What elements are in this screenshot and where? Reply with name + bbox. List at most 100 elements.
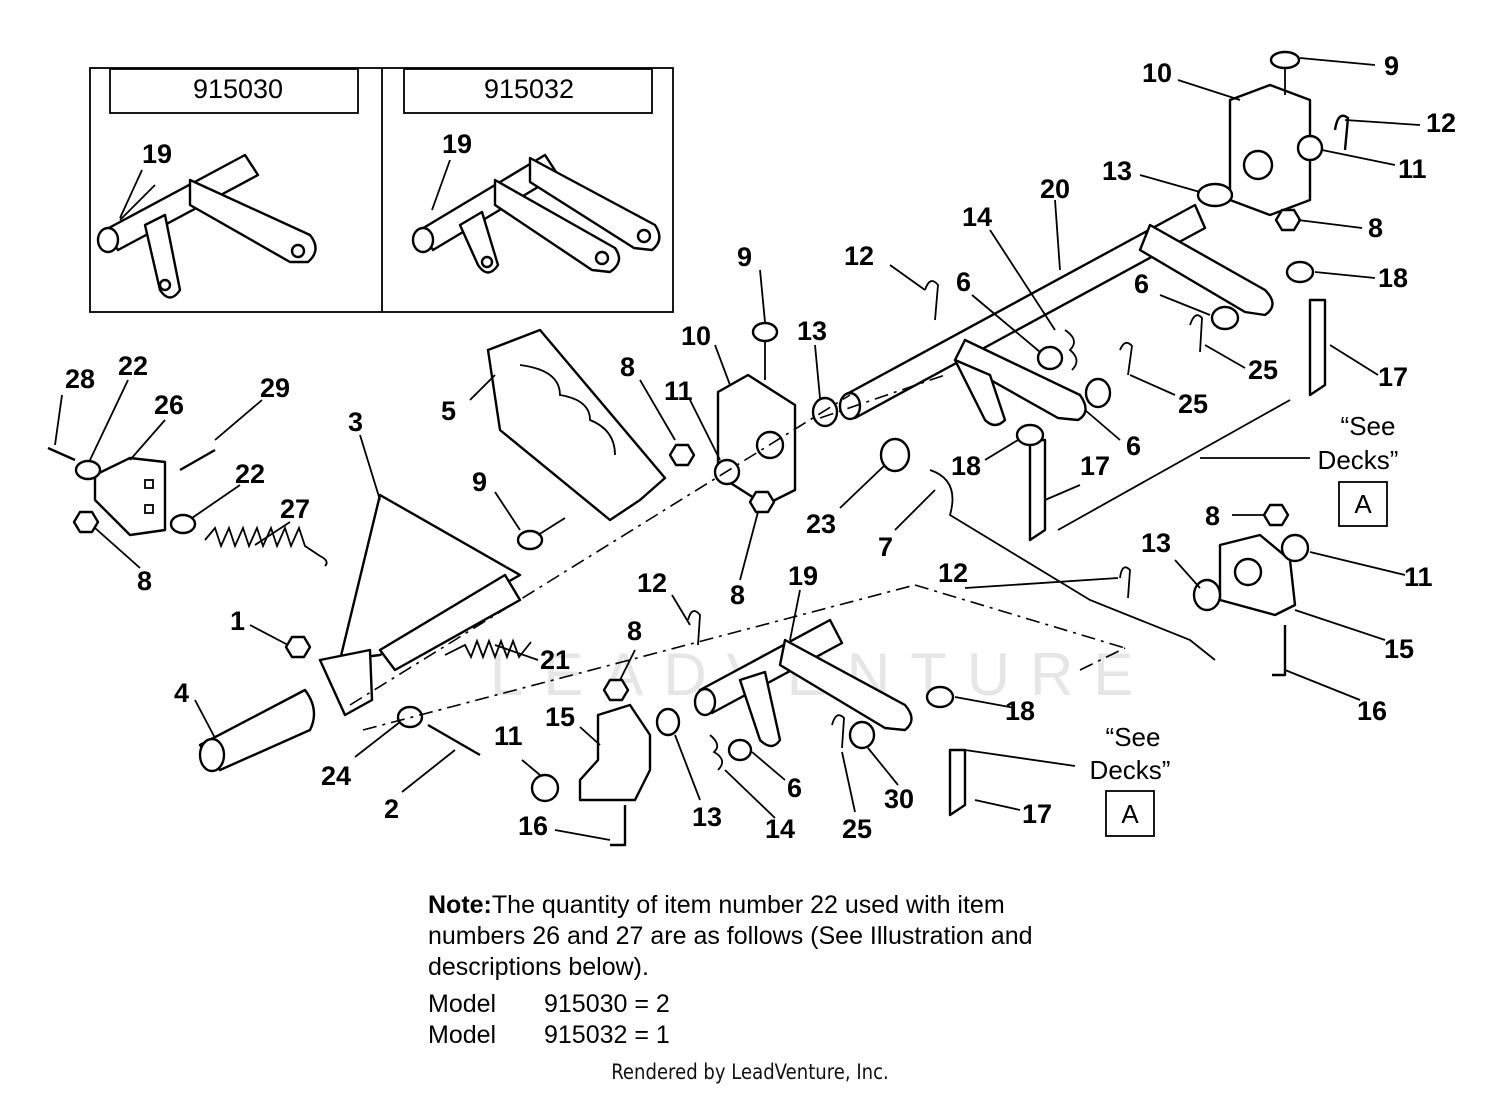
callout-label: 17 <box>1378 362 1408 392</box>
leader-see-decks-upper <box>1057 399 1291 531</box>
part-8-nut-middle <box>668 443 696 467</box>
part-25-clip-b <box>1189 314 1203 353</box>
see-decks-line2: Decks” <box>1318 445 1399 475</box>
leader-lines <box>54 57 1421 841</box>
part-2-bolt <box>427 723 481 757</box>
callout-label: 18 <box>951 451 981 481</box>
callout-label: 14 <box>962 202 992 232</box>
part-8-nut-left <box>72 510 100 534</box>
ref-box-letter-lower: A <box>1121 799 1139 829</box>
part-30-washer <box>848 720 876 750</box>
assembly-line-a <box>349 394 851 706</box>
part-28-bolt <box>47 446 76 462</box>
callout-label: 20 <box>1040 174 1070 204</box>
part-6-washer-c <box>1084 377 1112 409</box>
footer-credit: Rendered by LeadVenture, Inc. <box>611 1060 889 1084</box>
ref-box-lower <box>1105 790 1155 837</box>
callout-label: 8 <box>137 566 152 596</box>
part-12-clip-c <box>687 610 701 646</box>
callout-label: 26 <box>154 390 184 420</box>
part-22-washer-upper <box>74 459 102 481</box>
callout-label: 2 <box>384 794 399 824</box>
callout-label: 8 <box>627 616 642 646</box>
callout-label: 12 <box>637 568 667 598</box>
callout-label: 21 <box>540 645 570 675</box>
callout-label: 8 <box>1368 213 1383 243</box>
callout-label: 12 <box>844 241 874 271</box>
model-inset: 915030 915032 19 19 <box>89 67 674 313</box>
callout-label: 17 <box>1080 451 1110 481</box>
part-8-nut-lower-middle <box>748 490 776 514</box>
part-3-lever-crossbar <box>378 573 522 672</box>
callout-label: 9 <box>737 242 752 272</box>
part-13-washer-upper <box>1196 182 1234 208</box>
inset-callout-19-b: 19 <box>442 129 472 159</box>
part-9-bolt-head-middle <box>751 321 779 343</box>
callout-label: 8 <box>1205 501 1220 531</box>
callout-label: 4 <box>174 678 189 708</box>
callout-label: 10 <box>1142 58 1172 88</box>
callout-label: 23 <box>806 509 836 539</box>
callout-label: 24 <box>321 761 351 791</box>
callout-label: 28 <box>65 364 95 394</box>
callout-label: 9 <box>1384 51 1399 81</box>
see-decks-upper: “See Decks” A <box>1318 411 1399 527</box>
part-4-grip-end <box>198 737 226 773</box>
model-word: Model <box>428 1021 497 1049</box>
callout-label: 29 <box>260 373 290 403</box>
part-7-rod <box>929 469 1216 661</box>
part-29-bolt <box>179 448 216 472</box>
callout-label: 22 <box>118 351 148 381</box>
part-8-nut-lower <box>602 678 630 702</box>
part-18-ferrule-lower <box>925 685 955 709</box>
part-6-washer-d <box>727 738 753 762</box>
part-17-rod-upper <box>1308 298 1327 397</box>
part-19-tab <box>738 670 782 748</box>
part-13-washer-middle <box>811 396 839 428</box>
see-decks-line2: Decks” <box>1090 755 1171 785</box>
part-4-grip <box>198 688 316 772</box>
part-26-slot-1 <box>144 479 154 489</box>
part-26-slot-2 <box>144 504 154 514</box>
callout-label: 25 <box>842 814 872 844</box>
part-19-arm <box>778 638 913 732</box>
callout-label: 9 <box>472 467 487 497</box>
callout-label: 6 <box>787 773 802 803</box>
part-20-arm-right <box>1138 223 1274 317</box>
inset-leader-19-a <box>119 169 143 219</box>
part-9-bolt-head-lower <box>516 529 544 551</box>
part-1-nut <box>284 635 312 659</box>
part-16-bolt-lower <box>610 805 627 847</box>
callout-label: 16 <box>518 811 548 841</box>
part-16-bolt-right <box>1272 625 1287 677</box>
part-14-pin-lower <box>709 734 724 771</box>
callout-label: 11 <box>1404 562 1433 592</box>
part-20-tab <box>953 358 1007 427</box>
inset-model-2: 915032 <box>484 74 574 104</box>
callout-label: 15 <box>1384 634 1414 664</box>
callout-label: 15 <box>545 702 575 732</box>
model-row-1: Model 915030 = 2 <box>428 989 1108 1020</box>
part-8-nut-right <box>1262 503 1290 527</box>
callout-label: 8 <box>620 352 635 382</box>
part-10-bracket-hole <box>1242 149 1274 181</box>
part-11-bushing-lower <box>530 773 560 803</box>
assembly-line-e <box>819 374 946 419</box>
inset-part-19-a <box>96 153 317 299</box>
callout-label: 12 <box>1426 108 1456 138</box>
part-18-ferrule-middle <box>1015 423 1045 447</box>
part-8-nut-upper <box>1274 208 1302 232</box>
callout-label: 27 <box>280 494 310 524</box>
part-18-ferrule-upper <box>1285 260 1315 284</box>
part-25-clip-a <box>1119 341 1133 376</box>
inset-model-1: 915030 <box>193 74 283 104</box>
note-paragraph: Note:The quantity of item number 22 used… <box>428 890 1108 983</box>
part-11-bushing-right <box>1280 533 1310 563</box>
inset-callout-19-a: 19 <box>142 139 172 169</box>
part-17-rod-lower <box>948 748 967 817</box>
callout-label: 13 <box>797 316 827 346</box>
main-assembly <box>47 50 1350 847</box>
callout-label: 11 <box>664 376 693 406</box>
callout-label: 18 <box>1378 263 1408 293</box>
inset-model-box-1 <box>109 68 359 114</box>
